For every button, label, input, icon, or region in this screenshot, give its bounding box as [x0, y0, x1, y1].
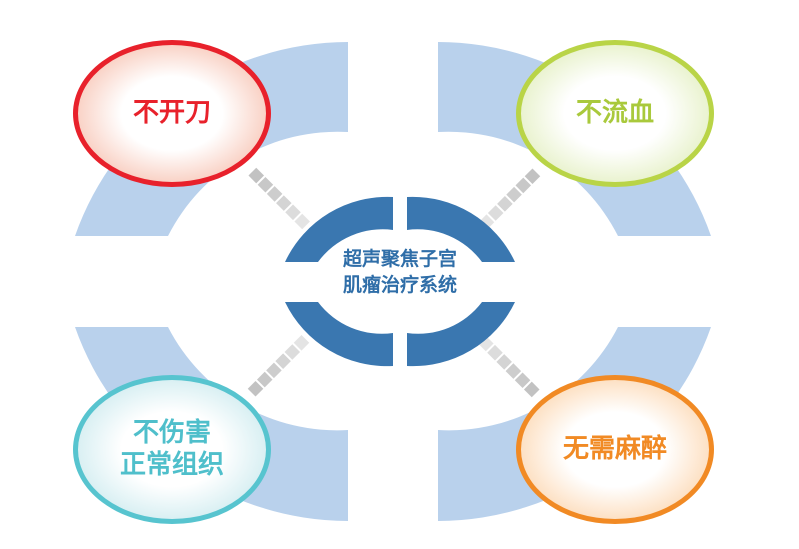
ring-quadrant-top-left — [285, 196, 393, 262]
ring-quadrant-top-right — [407, 196, 515, 262]
center-title-line-1: 超声聚焦子宫 — [342, 248, 457, 270]
feature-label: 不开刀 — [132, 97, 211, 128]
feature-node-no-tissue-damage: 不伤害 正常组织 — [73, 375, 271, 524]
feature-label-line-2: 正常组织 — [119, 449, 224, 480]
feature-label: 无需麻醉 — [562, 433, 667, 464]
feature-node-no-bleeding: 不流血 — [516, 40, 714, 187]
connector-top-right — [478, 168, 541, 230]
feature-label: 不流血 — [575, 97, 654, 128]
feature-node-no-incision: 不开刀 — [73, 40, 271, 187]
connector-bottom-left — [247, 335, 310, 397]
connector-top-left — [248, 167, 310, 230]
ring-quadrant-bottom-right — [407, 302, 515, 367]
ring-quadrant-bottom-left — [285, 302, 393, 367]
center-title: 超声聚焦子宫 肌瘤治疗系统 — [300, 247, 500, 298]
feature-node-no-anesthesia: 无需麻醉 — [516, 375, 714, 524]
feature-label-line-1: 不伤害 — [132, 417, 211, 448]
connector-bottom-right — [478, 335, 540, 398]
center-ring — [285, 196, 515, 367]
center-title-line-2: 肌瘤治疗系统 — [342, 273, 457, 296]
